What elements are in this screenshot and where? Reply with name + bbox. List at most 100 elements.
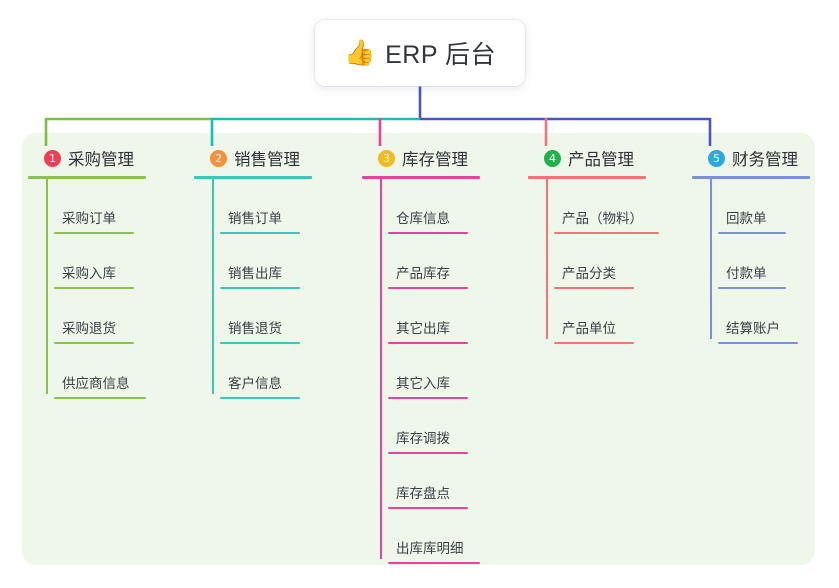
leaf-item-underline [388,507,468,509]
branch-title: 库存管理 [402,151,468,169]
leaf-item-label: 库存盘点 [396,486,450,501]
leaf-item[interactable]: 客户信息 [220,344,344,399]
leaf-item-label: 产品库存 [396,266,450,281]
branch-header-underline [362,176,480,179]
branch-spine [546,179,548,339]
leaf-item-label: 其它出库 [396,321,450,336]
branch-column-3: 3 库存管理仓库信息产品库存其它出库其它入库库存调拨库存盘点出库库明细 [362,146,522,564]
leaf-item-underline [718,342,798,344]
leaf-item-underline [220,397,300,399]
branch-header-3[interactable]: 3 库存管理 [362,146,522,170]
branch-title: 财务管理 [732,151,798,169]
leaf-item-label: 客户信息 [228,376,282,391]
thumbs-up-icon: 👍 [343,38,376,67]
leaf-item[interactable]: 供应商信息 [54,344,178,399]
leaf-item-label: 采购订单 [62,211,116,226]
branch-title: 产品管理 [568,151,634,169]
branch-column-5: 5 财务管理回款单付款单结算账户 [692,146,839,344]
leaf-item-label: 结算账户 [726,321,780,336]
leaf-item-underline [718,287,786,289]
leaf-item-underline [388,342,468,344]
branch-column-1: 1 采购管理采购订单采购入库采购退货供应商信息 [28,146,178,399]
leaf-item-underline [54,342,134,344]
leaf-item-label: 付款单 [726,266,767,281]
leaf-item[interactable]: 付款单 [718,234,839,289]
leaf-item[interactable]: 出库库明细 [388,509,522,564]
branch-spine [212,179,214,394]
leaf-item-underline [554,342,634,344]
leaf-item-underline [388,287,468,289]
branch-spine [380,179,382,559]
branch-column-2: 2 销售管理销售订单销售出库销售退货客户信息 [194,146,344,399]
leaf-item-label: 库存调拨 [396,431,450,446]
leaf-item-underline [220,342,300,344]
leaf-item[interactable]: 产品（物料） [554,179,688,234]
branch-number-badge: 3 [378,149,395,167]
branch-items: 产品（物料） 产品分类产品单位 [528,179,688,344]
branch-header-underline [28,176,146,179]
branch-number-badge: 4 [544,149,561,167]
branch-items: 仓库信息产品库存其它出库其它入库库存调拨库存盘点出库库明细 [362,179,522,564]
leaf-item-underline [220,232,300,234]
leaf-item-label: 其它入库 [396,376,450,391]
leaf-item-underline [54,232,134,234]
branch-title: 销售管理 [234,151,300,169]
leaf-item[interactable]: 其它出库 [388,289,522,344]
branch-header-2[interactable]: 2 销售管理 [194,146,344,170]
leaf-item[interactable]: 仓库信息 [388,179,522,234]
leaf-item[interactable]: 产品单位 [554,289,688,344]
leaf-item[interactable]: 产品分类 [554,234,688,289]
branch-header-underline [692,176,810,179]
leaf-item[interactable]: 采购入库 [54,234,178,289]
leaf-item[interactable]: 销售退货 [220,289,344,344]
leaf-item-label: 供应商信息 [62,376,130,391]
leaf-item-underline [388,452,468,454]
leaf-item-label: 销售出库 [228,266,282,281]
leaf-item-underline [220,287,300,289]
leaf-item-label: 采购入库 [62,266,116,281]
leaf-item-underline [554,232,659,234]
leaf-item-underline [554,287,634,289]
leaf-item[interactable]: 采购订单 [54,179,178,234]
leaf-item[interactable]: 库存调拨 [388,399,522,454]
leaf-item-underline [388,562,480,564]
branch-header-underline [528,176,646,179]
branch-number-badge: 1 [44,149,61,167]
leaf-item[interactable]: 结算账户 [718,289,839,344]
branch-header-5[interactable]: 5 财务管理 [692,146,839,170]
branch-items: 销售订单销售出库销售退货客户信息 [194,179,344,399]
leaf-item-underline [388,397,468,399]
leaf-item-label: 采购退货 [62,321,116,336]
leaf-item-label: 产品单位 [562,321,616,336]
leaf-item[interactable]: 回款单 [718,179,839,234]
branch-header-underline [194,176,312,179]
leaf-item-label: 出库库明细 [396,541,464,556]
leaf-item[interactable]: 采购退货 [54,289,178,344]
branch-header-4[interactable]: 4 产品管理 [528,146,688,170]
branch-number-badge: 5 [708,149,725,167]
branch-spine [710,179,712,339]
branch-items: 采购订单采购入库采购退货供应商信息 [28,179,178,399]
leaf-item-underline [54,397,146,399]
leaf-item-label: 产品（物料） [562,211,643,226]
leaf-item-label: 回款单 [726,211,767,226]
branch-header-1[interactable]: 1 采购管理 [28,146,178,170]
leaf-item-label: 销售退货 [228,321,282,336]
leaf-item[interactable]: 其它入库 [388,344,522,399]
root-node-title: ERP 后台 [385,41,497,69]
leaf-item-label: 销售订单 [228,211,282,226]
leaf-item[interactable]: 销售出库 [220,234,344,289]
leaf-item-underline [388,232,468,234]
branch-number-badge: 2 [210,149,227,167]
branch-spine [46,179,48,394]
leaf-item-underline [718,232,786,234]
leaf-item-label: 仓库信息 [396,211,450,226]
branch-column-4: 4 产品管理产品（物料） 产品分类产品单位 [528,146,688,344]
leaf-item[interactable]: 销售订单 [220,179,344,234]
leaf-item[interactable]: 产品库存 [388,234,522,289]
branch-items: 回款单付款单结算账户 [692,179,839,344]
root-node[interactable]: 👍 ERP 后台 [315,20,525,86]
branch-title: 采购管理 [68,151,134,169]
leaf-item[interactable]: 库存盘点 [388,454,522,509]
